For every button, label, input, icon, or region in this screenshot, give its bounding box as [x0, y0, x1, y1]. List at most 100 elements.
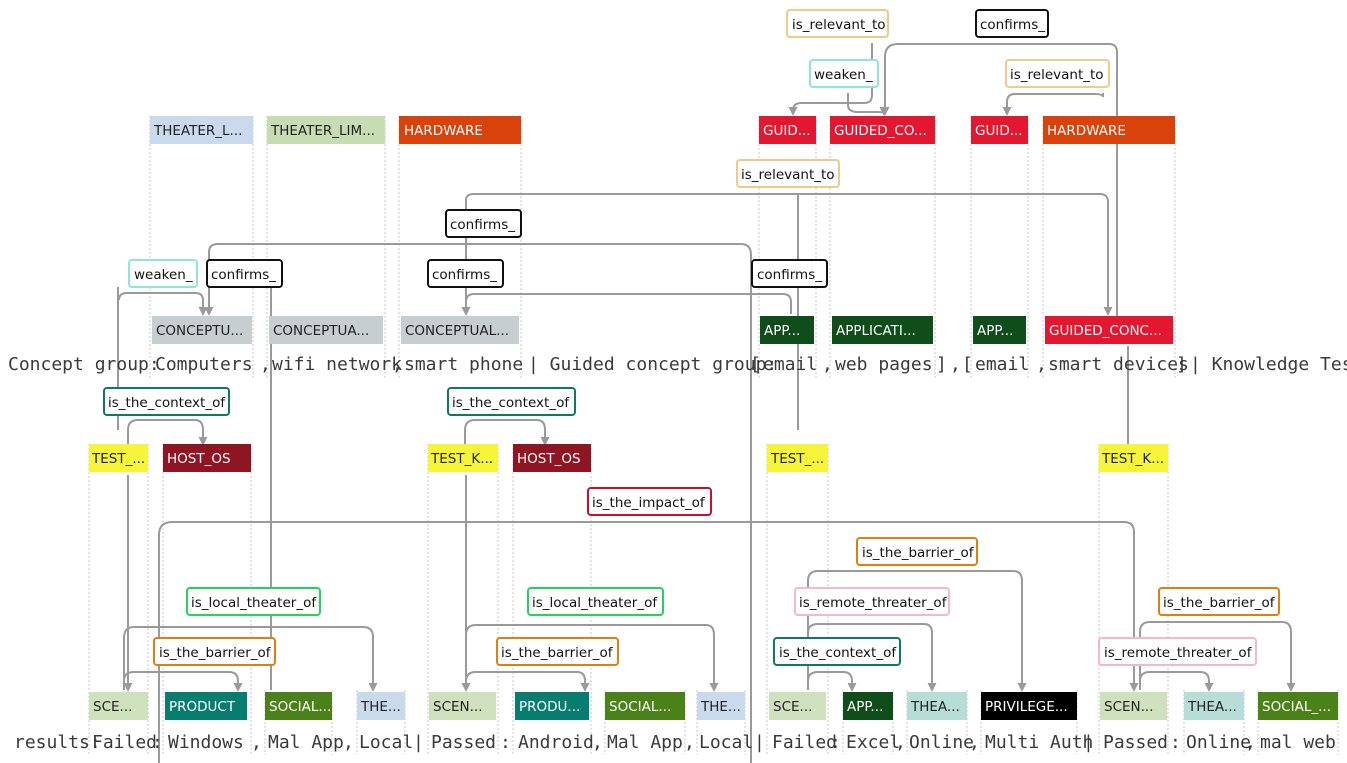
entity-tag[interactable]: THEA... — [907, 692, 967, 720]
entity-tag[interactable]: APP... — [973, 316, 1026, 344]
relation-label[interactable]: confirms_ — [427, 259, 504, 288]
entity-tag[interactable]: SCEN... — [429, 692, 496, 720]
entity-tag[interactable]: THE... — [357, 692, 405, 720]
entity-tag[interactable]: GUIDED_CONC... — [1045, 316, 1173, 344]
entity-tag[interactable]: CONCEPTUA... — [269, 316, 383, 344]
entity-tag[interactable]: APPLICATI... — [832, 316, 933, 344]
svg-text:confirms_: confirms_ — [757, 267, 822, 283]
svg-text:THE...: THE... — [360, 699, 401, 715]
entity-tag[interactable]: HARDWARE — [399, 116, 521, 144]
entity-tag[interactable]: CONCEPTUAL... — [401, 316, 519, 344]
token: Mal App — [607, 732, 683, 753]
svg-text:is_the_context_of: is_the_context_of — [452, 395, 570, 411]
relation-label[interactable]: confirms_ — [975, 9, 1049, 38]
token: , — [260, 354, 271, 375]
relation-label[interactable]: confirms_ — [751, 259, 828, 288]
svg-text:is_relevant_to: is_relevant_to — [792, 17, 886, 33]
svg-text:SOCIAL_...: SOCIAL_... — [1262, 699, 1331, 715]
token: | Knowledge Test — [1190, 354, 1347, 375]
entity-tag[interactable]: HOST_OS — [163, 444, 251, 472]
token: , — [1036, 354, 1047, 375]
svg-text:TEST_K...: TEST_K... — [430, 451, 493, 467]
relation-label[interactable]: weaken_ — [809, 59, 879, 88]
svg-text:SCE...: SCE... — [773, 699, 812, 715]
entity-tag[interactable]: TEST_... — [89, 444, 148, 472]
token: web pages — [835, 354, 933, 375]
token: Excel — [846, 732, 900, 753]
sentence-2: results: Failed : Windows , Mal App , Lo… — [14, 732, 1336, 753]
relation-label[interactable]: is_relevant_to — [736, 159, 840, 188]
entity-tag[interactable]: SCE... — [89, 692, 148, 720]
relation-label[interactable]: is_remote_threater_of — [1098, 637, 1257, 666]
entity-tag[interactable]: PRIVILEGE... — [981, 692, 1077, 720]
entity-tag[interactable]: GUID... — [971, 116, 1028, 144]
token: | Guided concept group: — [528, 354, 777, 375]
entity-tag[interactable]: GUID... — [759, 116, 816, 144]
relation-label[interactable]: is_local_theater_of — [527, 587, 664, 616]
entity-tag[interactable]: THEATER_LIM... — [267, 116, 385, 144]
entity-tag[interactable]: SOCIAL_... — [1258, 692, 1338, 720]
token: | — [754, 732, 765, 753]
relation-arcs — [117, 43, 1296, 763]
entity-tag[interactable]: APP... — [760, 316, 814, 344]
svg-text:GUID...: GUID... — [763, 123, 811, 139]
token: smart phone — [404, 354, 523, 375]
entity-tag[interactable]: TEST_K... — [428, 444, 498, 472]
entity-tag[interactable]: THEATER_L... — [150, 116, 253, 144]
token: Online — [1186, 732, 1251, 753]
svg-text:is_remote_threater_of: is_remote_threater_of — [799, 595, 948, 611]
relation-label[interactable]: confirms_ — [445, 209, 522, 238]
svg-text:SCEN...: SCEN... — [1104, 699, 1154, 715]
svg-text:APP...: APP... — [847, 699, 883, 715]
entity-tag[interactable]: PRODUCT — [165, 692, 247, 720]
relation-label[interactable]: is_the_barrier_of — [1158, 587, 1280, 616]
relation-label[interactable]: is_the_barrier_of — [856, 537, 978, 566]
token: wifi network — [272, 354, 402, 375]
entity-tag[interactable]: PRODU... — [515, 692, 589, 720]
svg-text:THEA...: THEA... — [1187, 699, 1237, 715]
svg-text:is_the_barrier_of: is_the_barrier_of — [862, 545, 975, 561]
svg-text:is_relevant_to: is_relevant_to — [741, 167, 835, 183]
svg-text:is_the_barrier_of: is_the_barrier_of — [501, 645, 614, 661]
entity-tag[interactable]: TEST_... — [767, 444, 828, 472]
svg-text:is_the_context_of: is_the_context_of — [108, 395, 226, 411]
relation-label[interactable]: is_the_context_of — [103, 387, 230, 416]
relation-label[interactable]: is_the_context_of — [447, 387, 576, 416]
entity-tag[interactable]: HARDWARE — [1043, 116, 1175, 144]
svg-text:SOCIAL...: SOCIAL... — [609, 699, 671, 715]
token: , — [895, 732, 906, 753]
svg-text:PRODUCT: PRODUCT — [169, 699, 236, 715]
entity-tag[interactable]: SOCIAL... — [605, 692, 685, 720]
entity-tag[interactable]: THEA... — [1184, 692, 1244, 720]
entity-tag[interactable]: SCE... — [769, 692, 826, 720]
relation-label[interactable]: is_the_barrier_of — [153, 637, 276, 666]
relation-label[interactable]: is_the_context_of — [773, 637, 901, 666]
entity-tag[interactable]: THE... — [697, 692, 745, 720]
entity-tag[interactable]: GUIDED_CO... — [830, 116, 935, 144]
entity-tag[interactable]: CONCEPTU... — [152, 316, 252, 344]
token: Mal App — [268, 732, 344, 753]
entity-tag[interactable]: SCEN... — [1100, 692, 1167, 720]
svg-text:is_the_impact_of: is_the_impact_of — [592, 495, 706, 511]
token: Android — [518, 732, 594, 753]
relation-label[interactable]: is_relevant_to — [786, 9, 889, 38]
relation-label[interactable]: confirms_ — [206, 259, 283, 288]
svg-text:GUID...: GUID... — [975, 123, 1023, 139]
entity-tag[interactable]: SOCIAL... — [265, 692, 332, 720]
entity-tag[interactable]: TEST_K... — [1099, 444, 1168, 472]
relation-label[interactable]: is_the_impact_of — [587, 487, 712, 516]
relation-label[interactable]: weaken_ — [128, 259, 198, 288]
relation-label[interactable]: is_local_theater_of — [186, 587, 321, 616]
svg-text:HARDWARE: HARDWARE — [404, 123, 483, 139]
token: Windows — [168, 732, 244, 753]
svg-text:is_remote_threater_of: is_remote_threater_of — [1104, 645, 1253, 661]
svg-text:APP...: APP... — [977, 323, 1013, 339]
relation-label[interactable]: is_relevant_to — [1005, 59, 1110, 88]
token: : — [1170, 732, 1181, 753]
entity-tag[interactable]: HOST_OS — [513, 444, 591, 472]
entity-tag[interactable]: APP... — [843, 692, 893, 720]
svg-text:is_the_context_of: is_the_context_of — [779, 645, 897, 661]
svg-text:PRODU...: PRODU... — [519, 699, 580, 715]
relation-label[interactable]: is_the_barrier_of — [496, 637, 619, 666]
relation-label[interactable]: is_remote_threater_of — [794, 587, 950, 616]
